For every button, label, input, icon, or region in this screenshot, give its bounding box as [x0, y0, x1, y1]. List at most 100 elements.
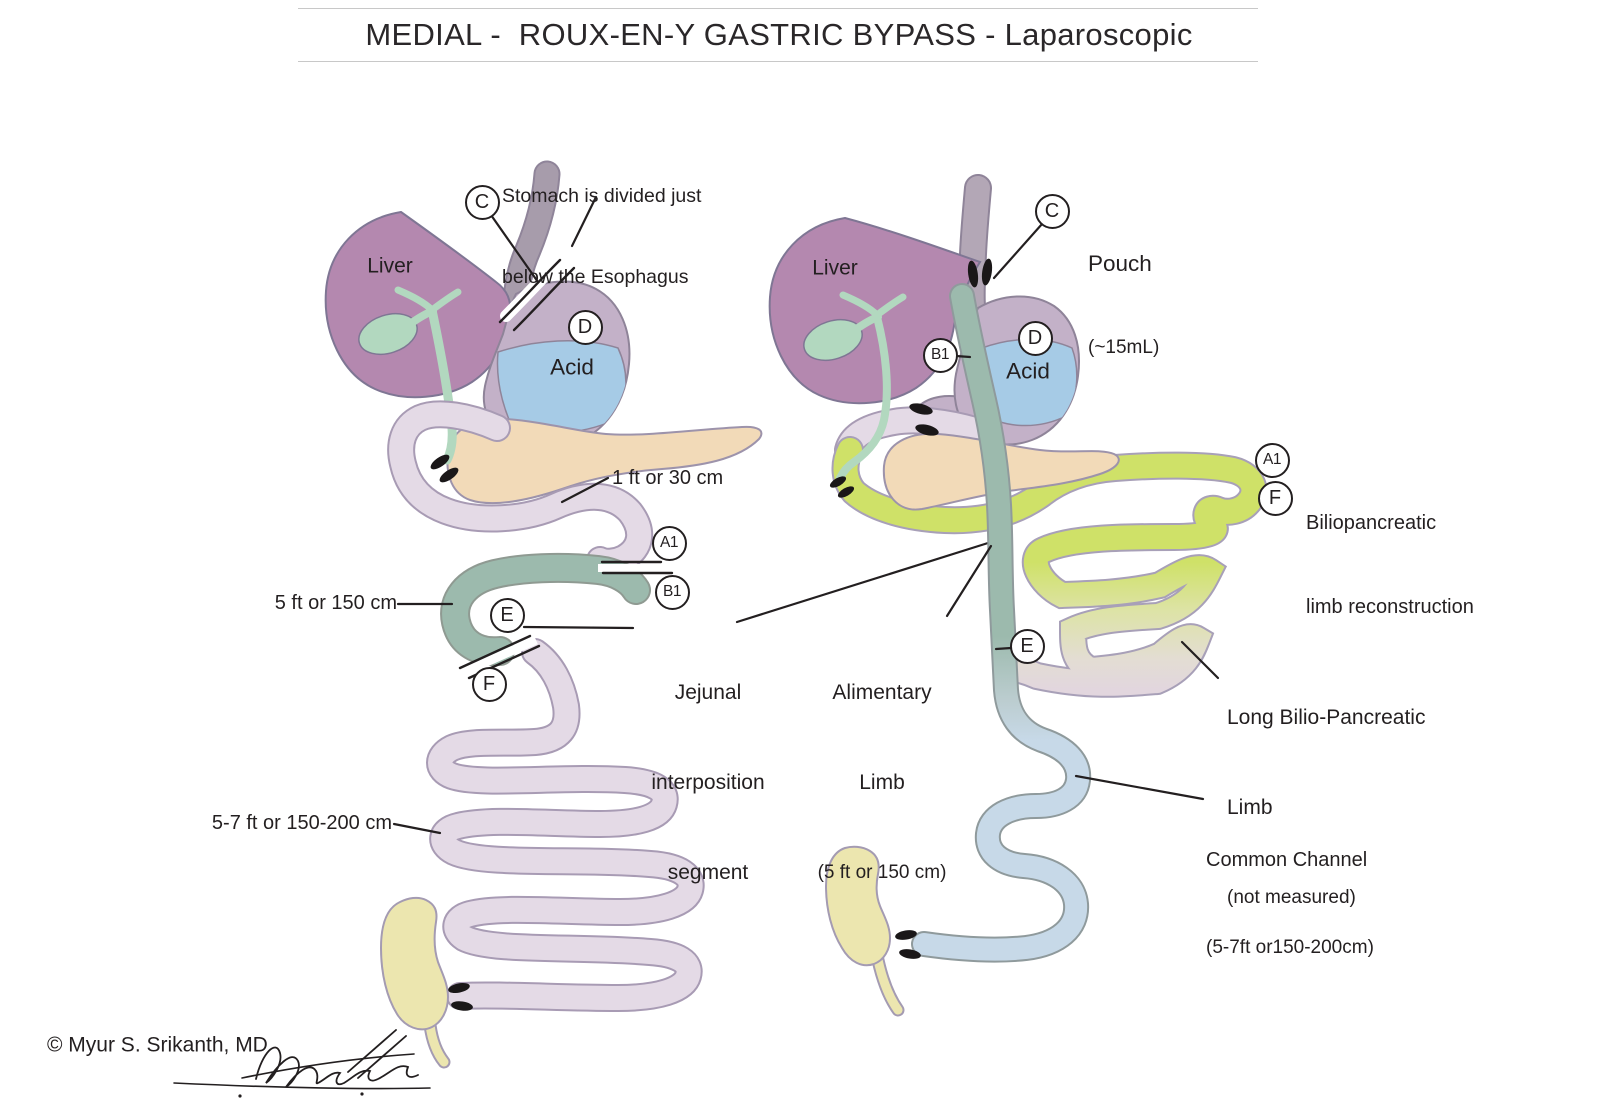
- common-channel-label: Common Channel (5-7ft or150-200cm): [1206, 788, 1374, 1020]
- pylorus-staple-marks: [909, 403, 939, 436]
- a1-b1-cut-lines: [600, 560, 674, 575]
- left-liver-label: Liver: [367, 254, 413, 278]
- marker-b1-dash: [954, 354, 972, 359]
- cecum-shape: [824, 845, 892, 967]
- marker-letter: B1: [663, 583, 681, 600]
- division-note-leader: [570, 195, 598, 248]
- duodenum: [836, 408, 987, 462]
- left-marker-f: F: [471, 666, 507, 702]
- papilla-staple-marks: [430, 454, 459, 483]
- bile-duct: [836, 313, 891, 482]
- interposition-segment: [442, 554, 649, 665]
- right-liver-label: Liver: [812, 256, 858, 280]
- label-line: (not measured): [1227, 887, 1356, 908]
- biliary-tree: [803, 291, 907, 362]
- bp-reconstruction-label: Biliopancreatic limb reconstruction: [1306, 453, 1474, 677]
- signature-underline: [173, 1082, 431, 1090]
- left-diagram: [324, 160, 990, 1069]
- marker-letter: A1: [1263, 451, 1281, 468]
- marker-letter: E: [1020, 634, 1034, 657]
- jejunal-to-right-leader: [735, 541, 990, 624]
- label-line: (~15mL): [1088, 337, 1160, 358]
- label-line: Limb: [1227, 796, 1273, 819]
- note-line: below the Esophagus: [502, 265, 689, 288]
- marker-letter: D: [577, 315, 593, 338]
- esophagus-pouch: [959, 176, 990, 318]
- cecum-shape: [379, 896, 450, 1031]
- left-acid-label: Acid: [550, 354, 594, 380]
- title-bottom-rule: [298, 61, 1258, 62]
- signature-squiggle: [255, 1046, 419, 1088]
- left-marker-b1: B1: [654, 574, 690, 610]
- marker-letter: A1: [660, 534, 678, 551]
- marker-letter: B1: [931, 346, 949, 363]
- signature-crosses: [347, 1029, 407, 1079]
- left-marker-d: D: [567, 309, 603, 345]
- right-marker-e: E: [1009, 628, 1045, 664]
- note-line: Stomach is divided just: [502, 184, 702, 207]
- jejunal-label-leader: [522, 625, 635, 630]
- page-title: MEDIAL - ROUX-EN-Y GASTRIC BYPASS - Lapa…: [365, 17, 1193, 52]
- e-f-gap: [462, 635, 538, 677]
- right-leader-lines: [945, 222, 1220, 801]
- appendix: [873, 955, 903, 1015]
- marker-letter: F: [482, 672, 496, 695]
- marker-letter: F: [1268, 486, 1282, 509]
- left-marker-a1: A1: [651, 525, 687, 561]
- right-marker-d: D: [1017, 320, 1053, 356]
- small-bowel-coils: [428, 640, 703, 1011]
- label-line: (5 ft or 150 cm): [817, 862, 947, 883]
- jejunal-interposition-label: Jejunal interposition segment: [651, 618, 764, 948]
- marker-letter: E: [500, 603, 514, 626]
- title-top-rule: [298, 8, 1258, 9]
- long-bp-leader: [1180, 640, 1220, 680]
- distal-length-label: 5-7 ft or 150-200 cm: [211, 812, 392, 835]
- pouch-label: Pouch (~15mL): [1088, 194, 1159, 418]
- label-line: Common Channel: [1206, 849, 1368, 871]
- label-line: (5-7ft or150-200cm): [1206, 937, 1374, 958]
- common-channel-leader: [1074, 774, 1205, 801]
- alimentary-leader: [945, 544, 993, 618]
- division-arc-1: [498, 258, 562, 324]
- pancreas-shape: [446, 417, 763, 505]
- duodenum: [389, 402, 651, 574]
- alimentary-common-channel: [913, 285, 1090, 961]
- marker-c-leader: [489, 213, 540, 284]
- label-line: Long Bilio-Pancreatic: [1227, 706, 1426, 729]
- right-marker-a1: A1: [1254, 442, 1290, 478]
- liver-shape: [324, 210, 512, 399]
- label-line: Alimentary: [832, 681, 932, 704]
- marker-e-dash: [994, 646, 1013, 651]
- right-marker-c: C: [1034, 193, 1070, 229]
- duodenum-length-label: 1 ft or 30 cm: [612, 467, 724, 490]
- signature-dot: [360, 1092, 364, 1096]
- left-leader-lines: [392, 195, 990, 835]
- division-arc-2: [512, 266, 576, 332]
- right-marker-f: F: [1257, 480, 1293, 516]
- duodenum-length-leader: [560, 476, 610, 504]
- label-line: Jejunal: [674, 681, 742, 704]
- signature-dot: [238, 1094, 242, 1098]
- signature-flourish: [241, 1053, 415, 1079]
- pouch-leader: [992, 222, 1044, 280]
- left-marker-c: C: [464, 184, 500, 220]
- label-line: Biliopancreatic: [1306, 512, 1437, 534]
- right-marker-b1: B1: [922, 337, 958, 373]
- segment-length-label: 5 ft or 150 cm: [274, 592, 397, 615]
- label-line: interposition: [651, 771, 765, 794]
- right-acid-label: Acid: [1006, 358, 1050, 384]
- label-line: segment: [667, 861, 749, 884]
- label-line: Pouch: [1088, 251, 1152, 276]
- marker-letter: C: [1044, 199, 1060, 222]
- left-marker-e: E: [489, 597, 525, 633]
- label-line: limb reconstruction: [1306, 596, 1474, 618]
- pouch-staple-marks: [967, 258, 993, 288]
- ileocecal-valve-marks: [448, 982, 473, 1011]
- stomach-division-note: Stomach is divided just below the Esopha…: [502, 129, 701, 344]
- signature: [173, 1029, 431, 1098]
- papilla-staple-marks: [829, 476, 855, 498]
- marker-letter: C: [474, 190, 490, 213]
- ileocecal-valve-marks: [895, 930, 921, 959]
